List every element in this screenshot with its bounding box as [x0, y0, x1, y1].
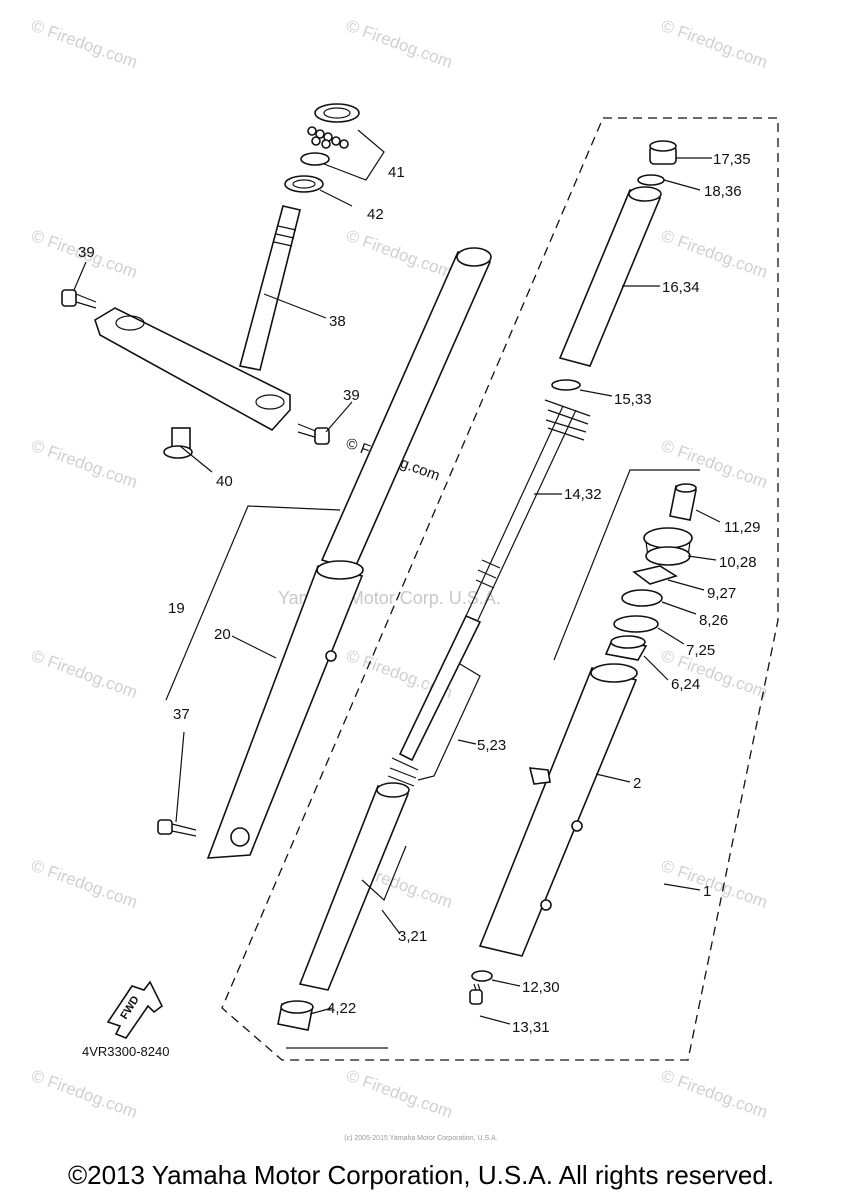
- fork-spring: [465, 399, 591, 621]
- callout-42: 42: [367, 206, 384, 223]
- clip-9: [632, 565, 678, 585]
- left-inner-tube: [320, 247, 492, 571]
- seal-8: [621, 589, 663, 607]
- callout-16-34: 16,34: [662, 279, 700, 296]
- callout-3-21: 3,21: [398, 928, 427, 945]
- watermark: © Firedog.com: [29, 1066, 140, 1122]
- washer-7: [613, 615, 659, 633]
- damper-rod: [387, 614, 482, 787]
- callout-4-22: 4,22: [327, 1000, 356, 1017]
- right-outer-tube: [478, 663, 638, 957]
- callout-37: 37: [173, 706, 190, 723]
- callout-8-26: 8,26: [699, 612, 728, 629]
- watermark: © Firedog.com: [659, 226, 770, 282]
- watermark: © Firedog.com: [29, 16, 140, 72]
- callout-5-23: 5,23: [477, 737, 506, 754]
- copyright-notice: ©2013 Yamaha Motor Corporation, U.S.A. A…: [67, 1160, 775, 1190]
- callout-7-25: 7,25: [686, 642, 715, 659]
- bearing-balls: [307, 126, 349, 149]
- callout-2: 2: [633, 775, 641, 792]
- watermark: © Firedog.com: [29, 856, 140, 912]
- o-ring-18: [637, 174, 665, 186]
- assembly-outline: [221, 117, 779, 1061]
- callout-13-31: 13,31: [512, 1019, 550, 1036]
- gasket-12: [471, 970, 493, 982]
- callout-15-33: 15,33: [614, 391, 652, 408]
- callout-10-28: 10,28: [719, 554, 757, 571]
- steering-stem: [94, 205, 301, 432]
- callout-39-left: 39: [78, 244, 95, 261]
- bearing-race-lower: [284, 152, 330, 193]
- slide-metal-11: [669, 483, 697, 521]
- oil-seal-10: [643, 527, 693, 566]
- callout-19: 19: [168, 600, 185, 617]
- drain-bolt-13: [469, 983, 483, 1005]
- callout-11-29: 11,29: [724, 519, 760, 536]
- callout-20: 20: [214, 626, 231, 643]
- leader-lines: [73, 129, 721, 1049]
- watermark: © Firedog.com: [29, 436, 140, 492]
- watermark: © Firedog.com: [659, 856, 770, 912]
- bolt-39-right: [297, 423, 330, 445]
- small-copyright: (c) 2005-2015 Yamaha Motor Corporation, …: [344, 1135, 498, 1142]
- watermark: © Firedog.com: [659, 1066, 770, 1122]
- callout-39-right: 39: [343, 387, 360, 404]
- callout-38: 38: [329, 313, 346, 330]
- bushing-6: [604, 635, 648, 661]
- cap-bolt-17: [649, 140, 677, 165]
- watermark: © Firedog.com: [659, 436, 770, 492]
- right-inner-tube: [558, 186, 662, 367]
- oil-lock-piece: [277, 1000, 314, 1031]
- watermark: © Firedog.com: [344, 1066, 455, 1122]
- bearing-race-top: [314, 103, 360, 123]
- callout-18-36: 18,36: [704, 183, 742, 200]
- watermark: © Firedog.com: [344, 16, 455, 72]
- left-outer-tube: [206, 560, 364, 859]
- washer-15: [551, 379, 581, 391]
- watermark: © Firedog.com: [29, 646, 140, 702]
- diagram-code: 4VR3300-8240: [82, 1044, 170, 1059]
- fwd-arrow-icon: FWD: [106, 980, 164, 1039]
- collar-40: [163, 427, 193, 459]
- callout-1: 1: [703, 883, 711, 900]
- bolt-39-left: [61, 289, 97, 309]
- callout-40: 40: [216, 473, 233, 490]
- watermark: © Firedog.com: [344, 226, 455, 282]
- damper-cylinder: [298, 782, 410, 991]
- callout-9-27: 9,27: [707, 585, 736, 602]
- callout-6-24: 6,24: [671, 676, 700, 693]
- callout-14-32: 14,32: [564, 486, 602, 503]
- callout-41: 41: [388, 164, 405, 181]
- watermark: © Firedog.com: [659, 16, 770, 72]
- callout-labels: 41 42 39 38 39 40 19 20 37 17,35 18,36 1…: [78, 151, 760, 1036]
- callout-12-30: 12,30: [522, 979, 560, 996]
- callout-17-35: 17,35: [713, 151, 751, 168]
- bolt-37: [157, 819, 197, 837]
